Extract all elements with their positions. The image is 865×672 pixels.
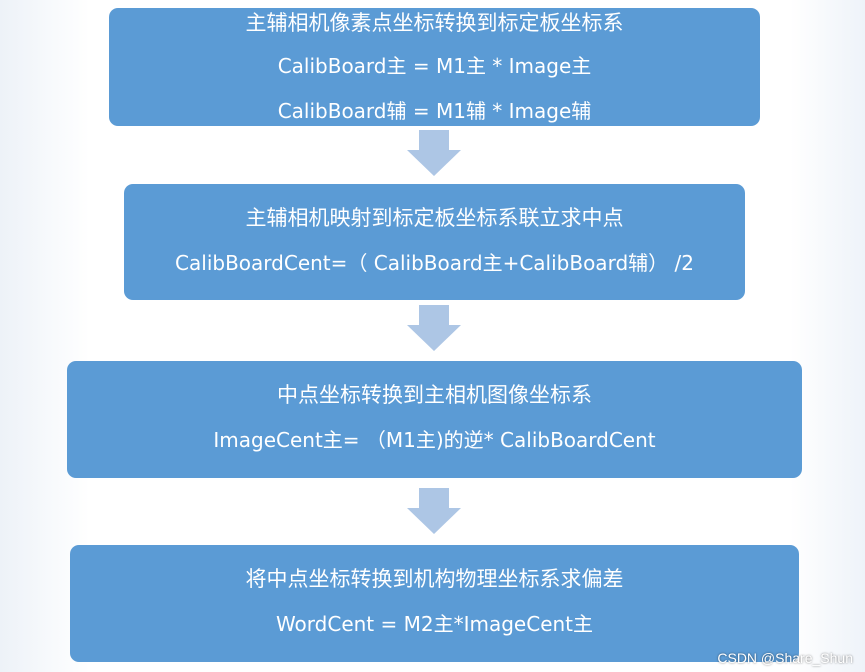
down-arrow-icon <box>407 130 461 176</box>
step-title: 主辅相机映射到标定板坐标系联立求中点 <box>245 206 624 230</box>
down-arrow-icon <box>407 488 461 534</box>
step-title: 中点坐标转换到主相机图像坐标系 <box>277 383 592 407</box>
step-box-midpoint: 主辅相机映射到标定板坐标系联立求中点 CalibBoardCent=（ Cali… <box>124 184 745 300</box>
step-title: 将中点坐标转换到机构物理坐标系求偏差 <box>245 567 624 591</box>
watermark: CSDN @Share_Shun <box>717 650 853 666</box>
step-box-midpoint-to-image: 中点坐标转换到主相机图像坐标系 ImageCent主= （M1主)的逆* Cal… <box>67 361 802 478</box>
step-formula: CalibBoard辅 = M1辅 * Image辅 <box>277 99 592 123</box>
step-box-pixel-to-calib: 主辅相机像素点坐标转换到标定板坐标系 CalibBoard主 = M1主 * I… <box>109 8 760 126</box>
step-formula: ImageCent主= （M1主)的逆* CalibBoardCent <box>213 428 656 452</box>
step-formula: CalibBoardCent=（ CalibBoard主+CalibBoard辅… <box>175 251 694 275</box>
step-box-physical-offset: 将中点坐标转换到机构物理坐标系求偏差 WordCent = M2主*ImageC… <box>70 545 799 662</box>
step-title: 主辅相机像素点坐标转换到标定板坐标系 <box>245 11 624 35</box>
step-formula: CalibBoard主 = M1主 * Image主 <box>277 54 592 78</box>
down-arrow-icon <box>407 305 461 351</box>
step-formula: WordCent = M2主*ImageCent主 <box>275 612 594 636</box>
